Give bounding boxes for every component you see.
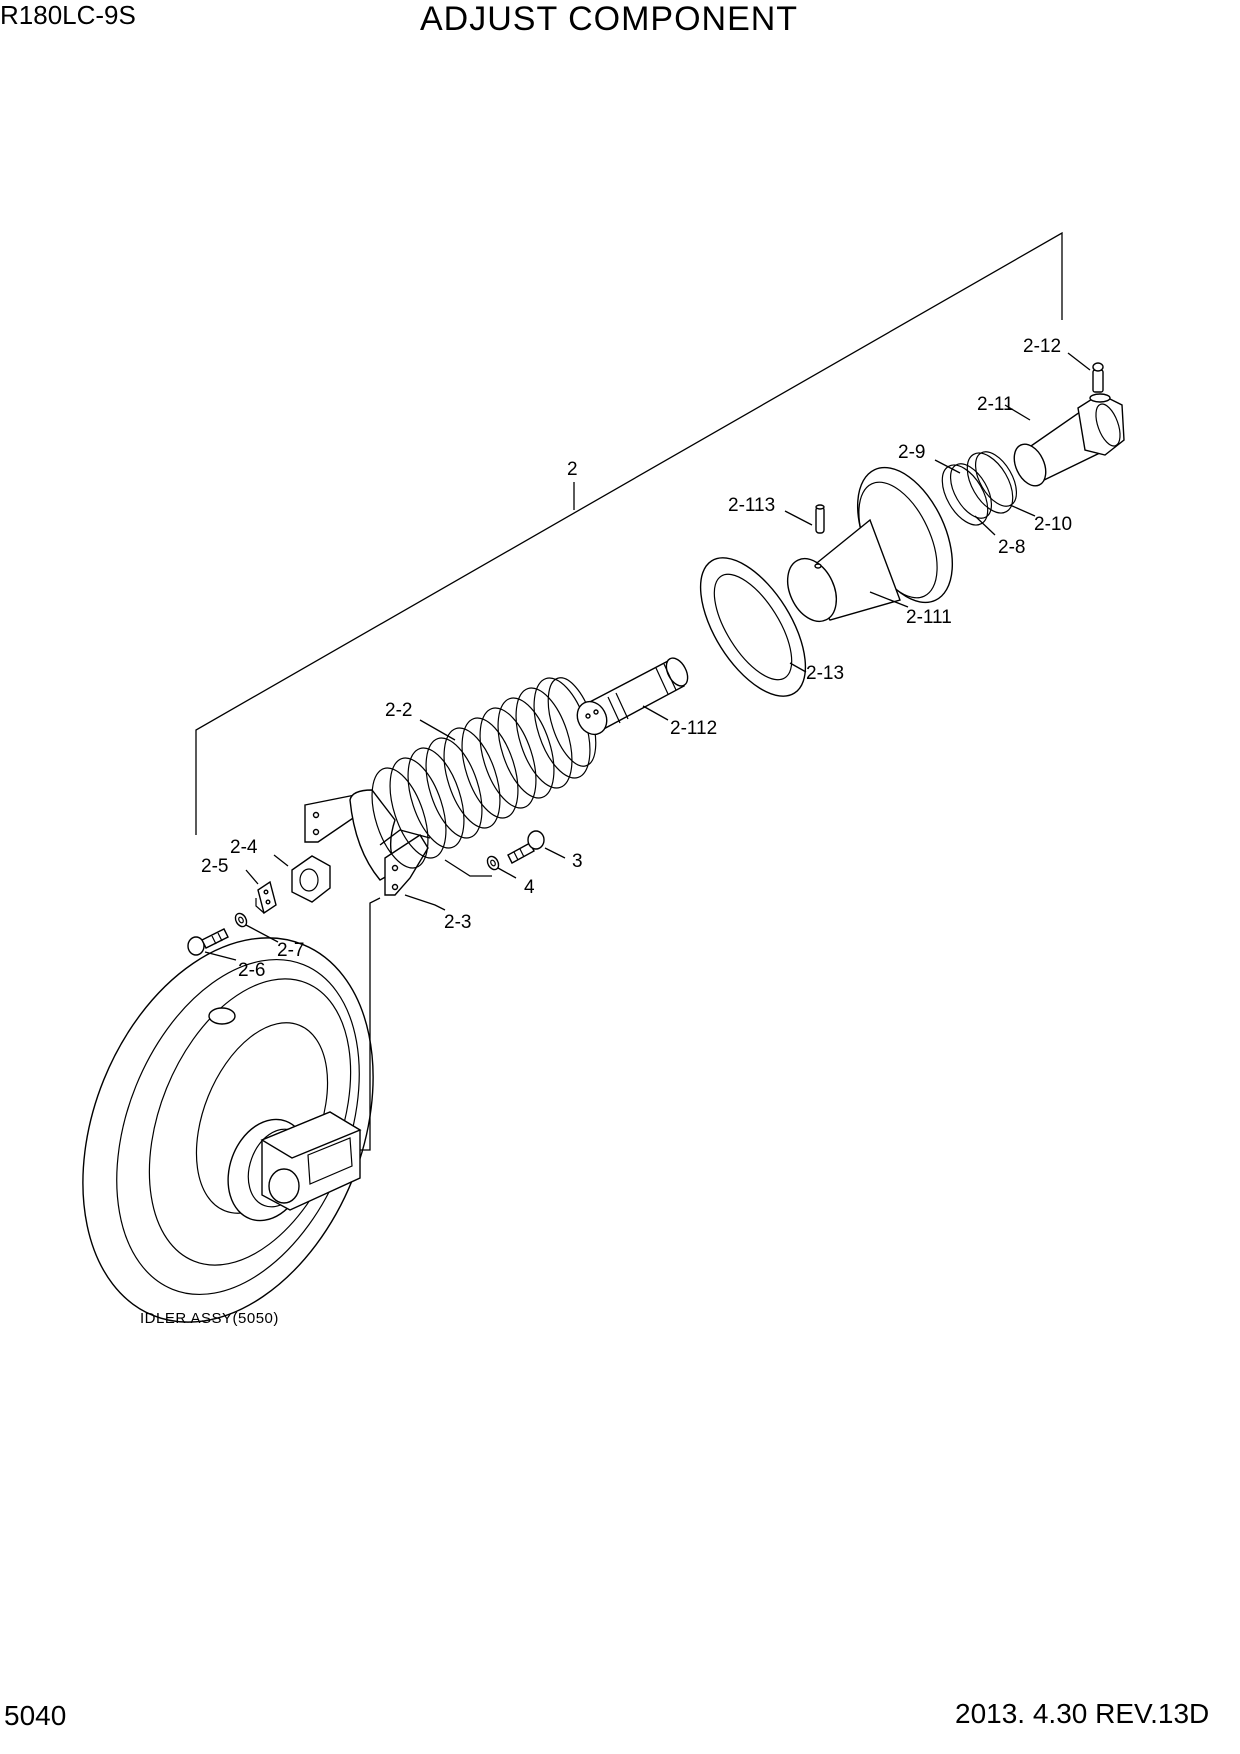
callout-2-6: 2-6 xyxy=(238,960,265,981)
page-title: ADJUST COMPONENT xyxy=(420,0,799,38)
callout-labels: 2 2-2 2-3 2-4 2-5 2-6 2-7 2-8 2-9 2-10 2… xyxy=(140,336,1072,1327)
callout-2-13: 2-13 xyxy=(806,663,844,684)
callout-2-2: 2-2 xyxy=(385,700,412,721)
washer-drawing xyxy=(699,557,807,697)
callout-3: 3 xyxy=(572,851,583,872)
callout-2-3: 2-3 xyxy=(444,912,471,933)
callout-2-9: 2-9 xyxy=(898,442,925,463)
washer-4-drawing xyxy=(486,855,500,871)
bolt-3-drawing xyxy=(507,830,545,864)
pin-drawing xyxy=(815,504,825,534)
grease-fitting-drawing xyxy=(1092,362,1104,393)
model-number: R180LC-9S xyxy=(0,0,136,30)
idler-assy-label: IDLER ASSY(5050) xyxy=(140,1310,279,1327)
callout-2-112: 2-112 xyxy=(670,718,717,739)
callout-2-113: 2-113 xyxy=(728,495,775,516)
callout-2-4: 2-4 xyxy=(230,837,258,858)
revision-date: 2013. 4.30 REV.13D xyxy=(955,1698,1210,1729)
callout-2-7: 2-7 xyxy=(277,940,304,961)
leader-lines xyxy=(204,352,1091,961)
piston-body-drawing xyxy=(786,466,954,623)
bolt-2-6-drawing xyxy=(187,928,229,956)
idler-wheel-drawing xyxy=(82,897,381,1323)
callout-4: 4 xyxy=(524,877,535,898)
assembly-bracket-line xyxy=(195,231,1063,835)
page-number: 5040 xyxy=(4,1700,67,1731)
yoke-bracket-drawing xyxy=(304,789,431,896)
callout-2: 2 xyxy=(567,459,578,480)
callout-2-111: 2-111 xyxy=(906,607,952,628)
callout-2-10: 2-10 xyxy=(1034,514,1072,535)
callout-2-11: 2-11 xyxy=(977,394,1014,415)
lock-plate-drawing xyxy=(255,880,277,915)
callout-2-8: 2-8 xyxy=(998,537,1025,558)
cylinder-drawing xyxy=(1013,393,1125,487)
nut-drawing xyxy=(291,855,331,903)
rod-drawing xyxy=(576,657,689,736)
washer-2-7-drawing xyxy=(234,912,248,928)
callout-2-12: 2-12 xyxy=(1023,336,1061,357)
callout-2-5: 2-5 xyxy=(201,856,228,877)
